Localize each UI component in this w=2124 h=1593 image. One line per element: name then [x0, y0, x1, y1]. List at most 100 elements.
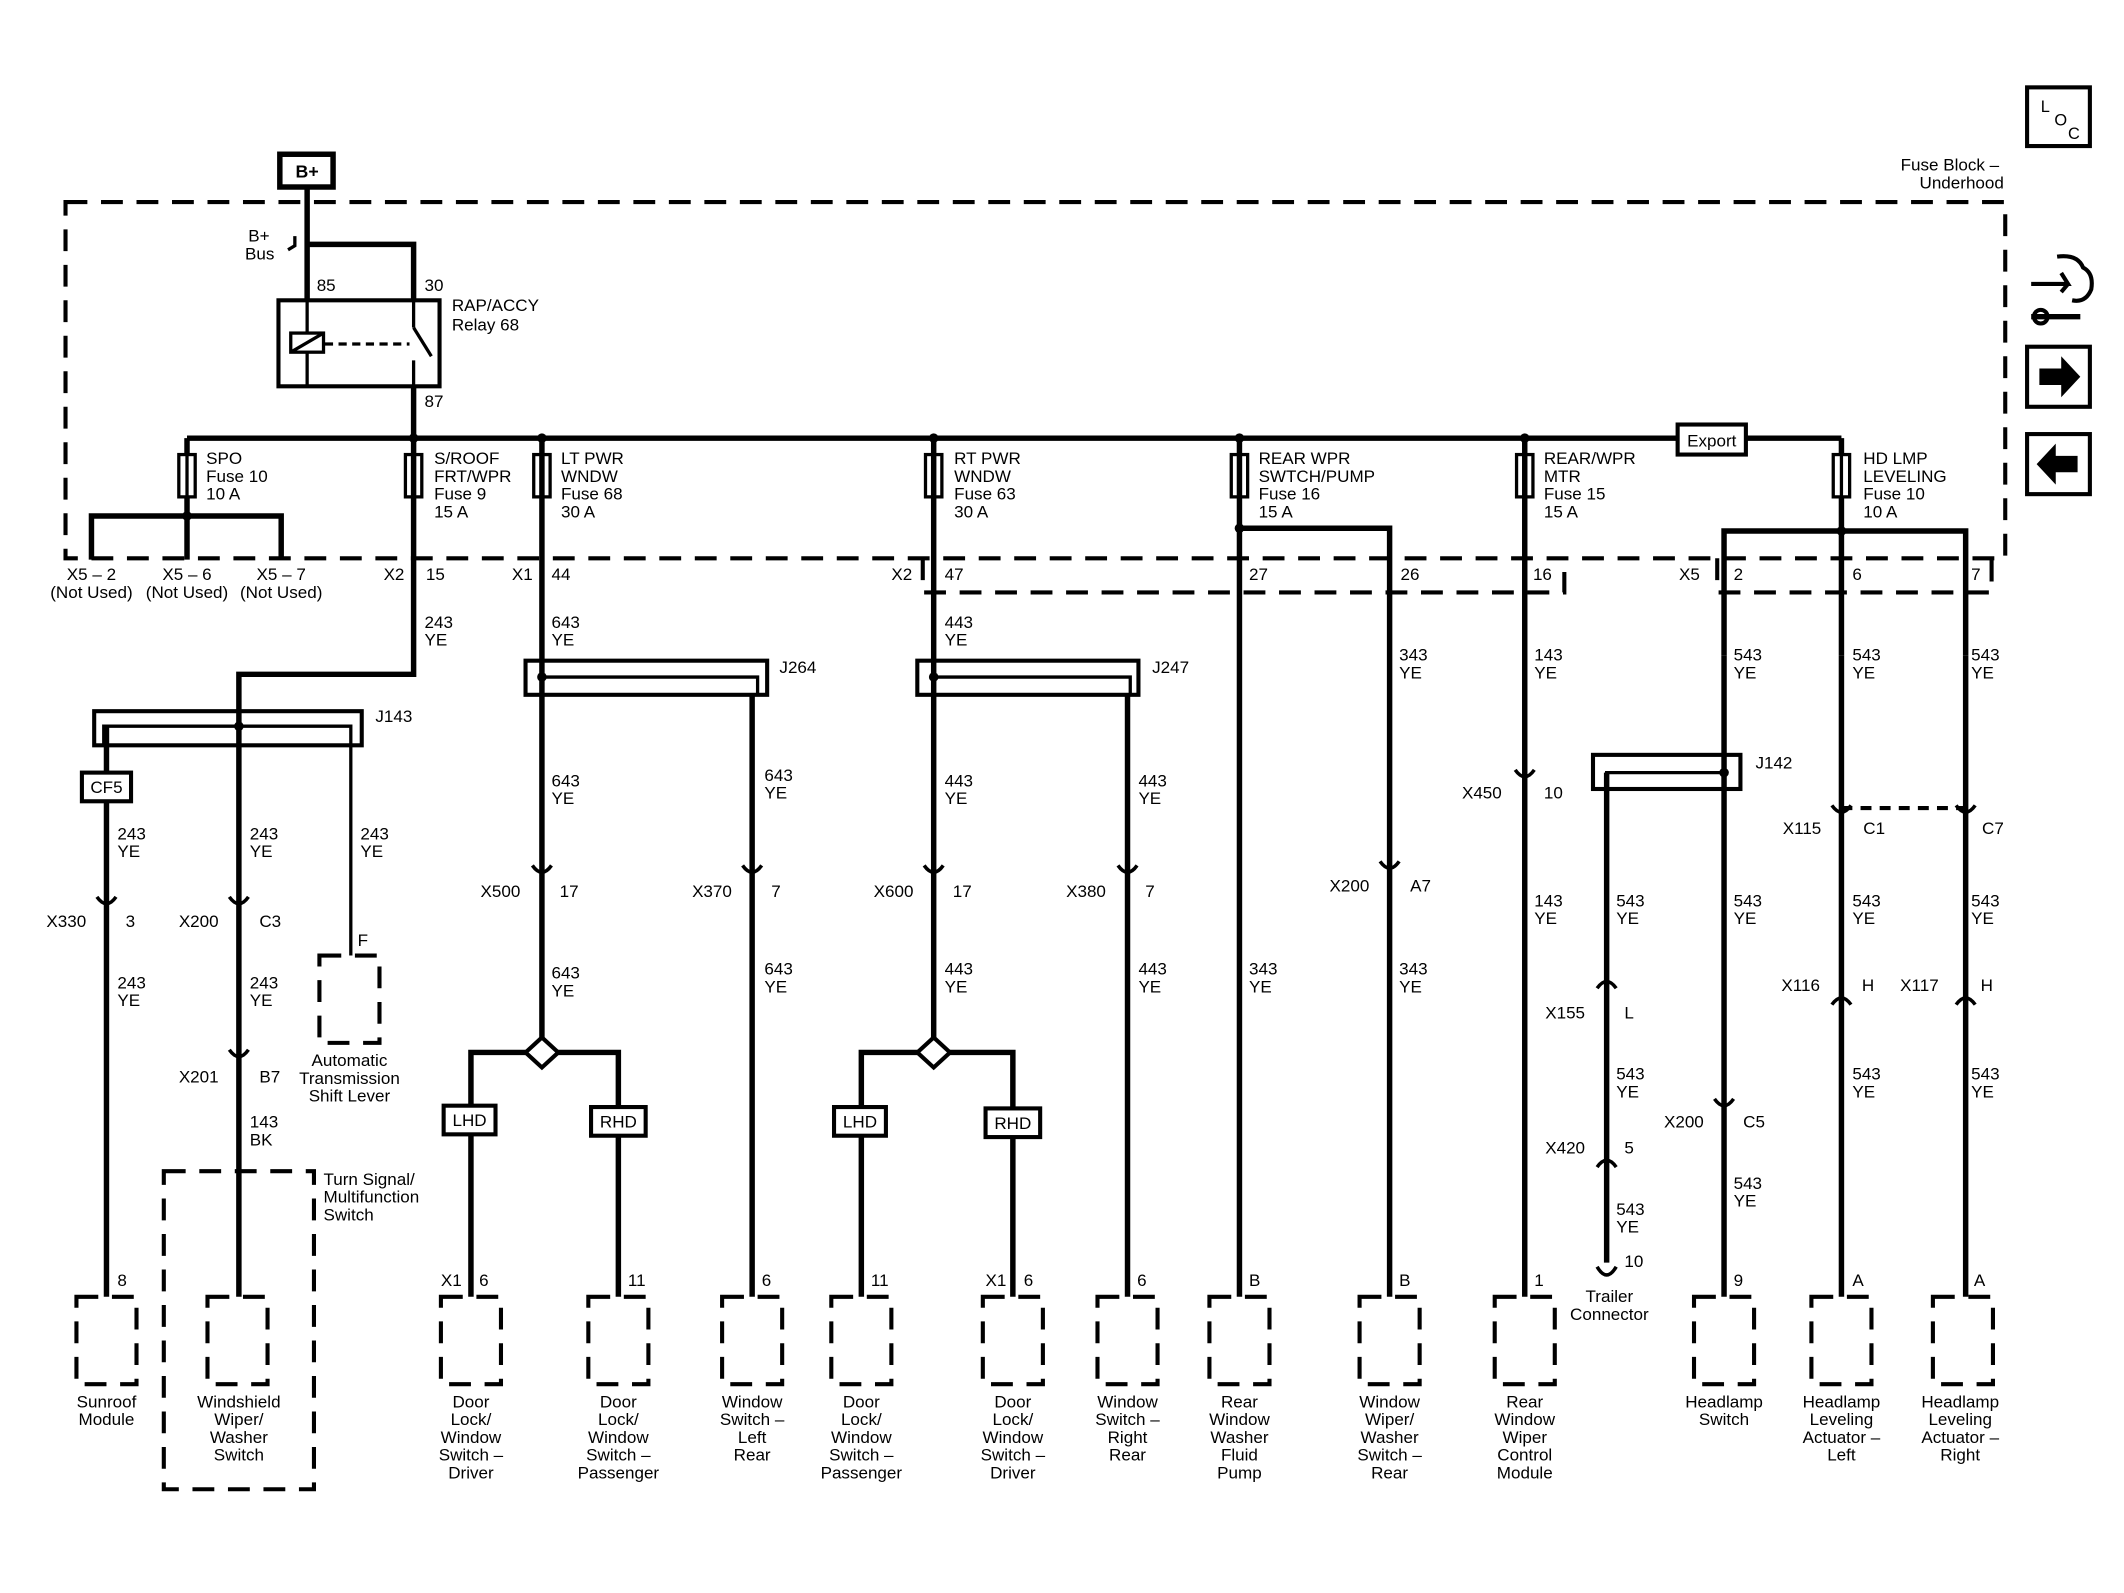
svg-text:X200: X200 [179, 912, 219, 931]
relay-pin-85: 85 [317, 276, 336, 295]
battery-label: B+ [296, 161, 319, 181]
svg-text:B: B [1399, 1271, 1410, 1290]
svg-text:10: 10 [1544, 784, 1563, 803]
svg-text:J264: J264 [779, 658, 816, 677]
svg-text:X370: X370 [692, 882, 732, 901]
cf5-box [79, 770, 134, 804]
svg-text:27: 27 [1249, 565, 1268, 584]
connector-view-icon[interactable] [2031, 254, 2094, 326]
svg-text:L: L [2041, 98, 2050, 116]
svg-text:C: C [2068, 125, 2080, 143]
svg-text:11: 11 [871, 1271, 889, 1290]
svg-text:A: A [1974, 1271, 1986, 1290]
circuit-wires [92, 433, 1969, 1297]
relay-label: RAP/ACCY Relay 68 [452, 296, 544, 334]
svg-text:6: 6 [1137, 1271, 1146, 1290]
fuse-block-boundary-extension-2 [1715, 558, 1994, 595]
svg-text:8: 8 [117, 1271, 126, 1290]
svg-text:9: 9 [1734, 1271, 1743, 1290]
svg-text:J142: J142 [1755, 754, 1792, 773]
rhd-box-right [983, 1106, 1043, 1140]
svg-text:X5 – 2(Not Used): X5 – 2(Not Used) [50, 565, 132, 602]
fuse-block-boundary [63, 199, 2008, 561]
lhd-box-right [831, 1104, 888, 1138]
loc-icon[interactable]: L O C [2025, 85, 2092, 149]
svg-text:B7: B7 [259, 1067, 280, 1086]
component-boxes [74, 953, 1996, 1492]
svg-text:X117: X117 [1900, 976, 1939, 995]
splice-diamond-right [914, 1034, 954, 1071]
export-label: Export [1687, 431, 1737, 450]
splice-diamond-left [522, 1034, 562, 1071]
svg-text:7: 7 [771, 882, 780, 901]
svg-text:X155: X155 [1545, 1003, 1585, 1022]
svg-text:X2: X2 [891, 565, 912, 584]
previous-page-arrow-icon[interactable] [2025, 432, 2092, 497]
svg-text:O: O [2054, 112, 2067, 130]
rhd-box-left [589, 1104, 648, 1138]
svg-text:X330: X330 [46, 912, 86, 931]
svg-text:X115: X115 [1783, 819, 1822, 838]
svg-text:3: 3 [126, 912, 135, 931]
svg-text:B: B [1249, 1271, 1260, 1290]
next-page-arrow-icon[interactable] [2025, 344, 2092, 409]
svg-text:X450: X450 [1462, 784, 1502, 803]
svg-text:LHD: LHD [453, 1111, 487, 1130]
svg-text:16: 16 [1533, 565, 1552, 584]
fuse-block-boundary-extension [920, 558, 1567, 595]
svg-text:11: 11 [628, 1271, 646, 1290]
svg-text:RHD: RHD [994, 1114, 1031, 1133]
svg-text:LHD: LHD [843, 1113, 877, 1132]
svg-text:6: 6 [762, 1271, 771, 1290]
svg-text:RHD: RHD [600, 1113, 637, 1132]
svg-text:F: F [358, 931, 368, 950]
svg-text:C7: C7 [1982, 819, 2004, 838]
svg-text:X200: X200 [1330, 876, 1370, 895]
bus-label: B+ Bus [245, 227, 274, 264]
svg-text:15: 15 [426, 565, 445, 584]
export-box [1675, 422, 1748, 457]
